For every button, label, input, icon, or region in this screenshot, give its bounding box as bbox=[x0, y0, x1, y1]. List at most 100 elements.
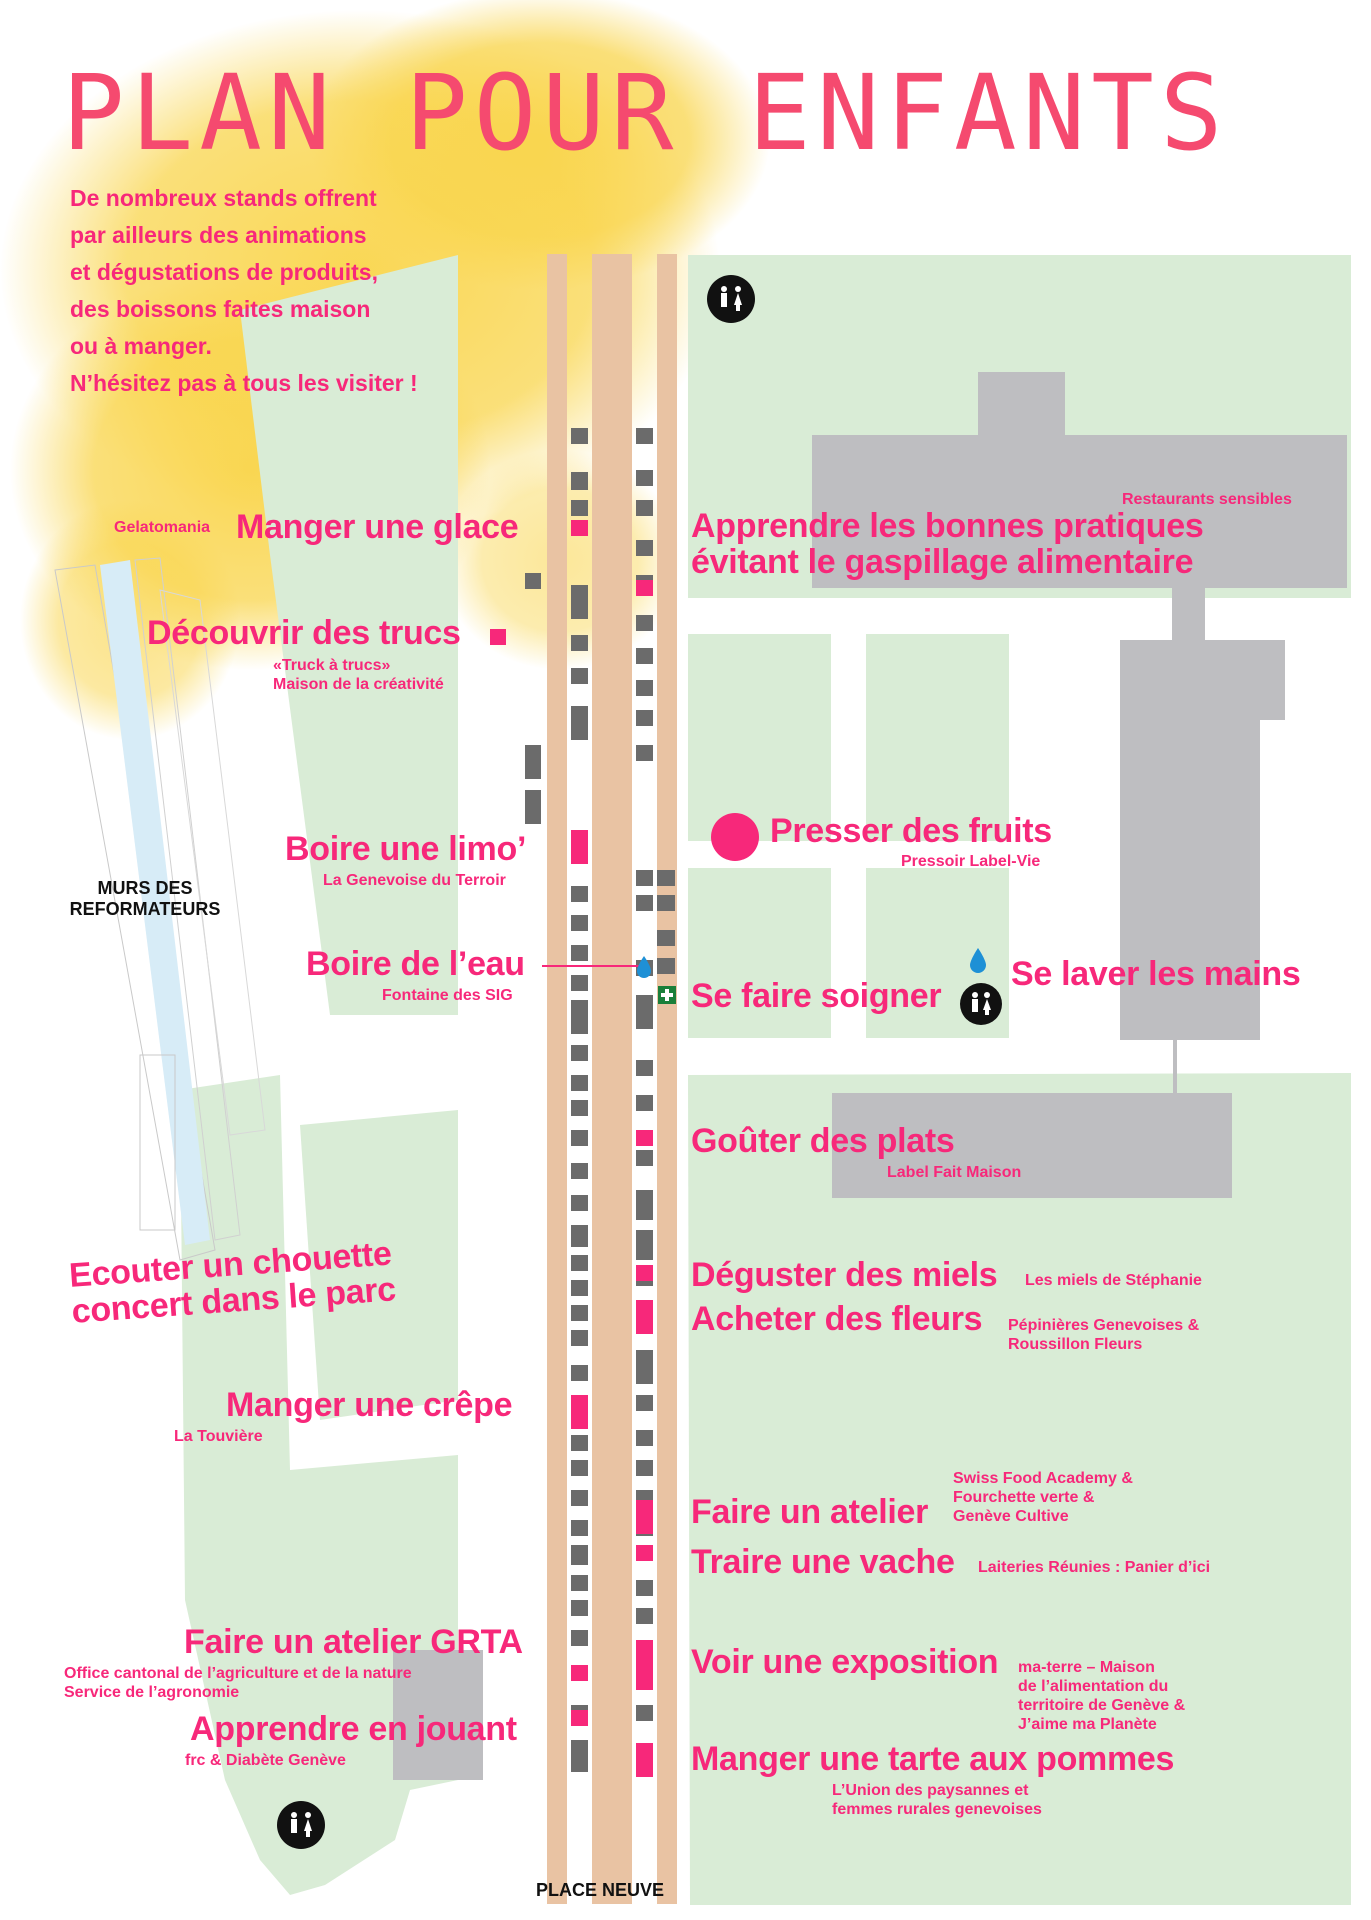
lawn-upper-left bbox=[240, 255, 458, 1015]
provider-line: Fourchette verte & bbox=[953, 1489, 1095, 1506]
stand-icon bbox=[636, 710, 653, 726]
jouant-activity[interactable]: Apprendre en jouant bbox=[190, 1710, 517, 1748]
page-title: PLAN POUR ENFANTS bbox=[62, 52, 1229, 174]
intro-text: De nombreux stands offrent par ailleurs … bbox=[70, 180, 418, 402]
mains-activity[interactable]: Se laver les mains bbox=[1011, 955, 1301, 993]
stand-icon bbox=[571, 1545, 588, 1565]
large-circle-stand-icon bbox=[711, 813, 759, 861]
stand-icon bbox=[571, 706, 588, 740]
highlight-stand-icon bbox=[636, 1500, 653, 1534]
exposition-activity[interactable]: Voir une exposition bbox=[691, 1643, 999, 1681]
buildings bbox=[393, 372, 1347, 1780]
stand-icon bbox=[571, 1490, 588, 1506]
stand-icon bbox=[571, 585, 588, 619]
stand-icon bbox=[657, 958, 675, 974]
tarte-activity[interactable]: Manger une tarte aux pommes bbox=[691, 1740, 1175, 1778]
stand-icon bbox=[571, 1435, 588, 1451]
stand-icon bbox=[571, 1365, 588, 1381]
provider-line: Service de l’agronomie bbox=[64, 1684, 240, 1701]
atelier-activity[interactable]: Faire un atelier bbox=[691, 1493, 929, 1531]
stand-icon bbox=[571, 886, 588, 902]
stand-icon bbox=[571, 1075, 588, 1091]
stand-icon bbox=[571, 1163, 588, 1179]
murs-line: MURS DES bbox=[97, 878, 193, 898]
soigner-activity[interactable]: Se faire soigner bbox=[691, 977, 942, 1015]
stand-icon bbox=[571, 1195, 588, 1211]
stand-icon bbox=[525, 790, 541, 824]
highlight-stand-icon bbox=[636, 1265, 653, 1281]
atelier-provider: Swiss Food Academy & Fourchette verte & … bbox=[953, 1469, 1133, 1526]
fleurs-activity[interactable]: Acheter des fleurs bbox=[691, 1300, 983, 1338]
stand-icon bbox=[636, 1580, 653, 1596]
provider-line: Swiss Food Academy & bbox=[953, 1470, 1133, 1487]
stand-icon bbox=[571, 1575, 588, 1591]
stand-icon bbox=[571, 472, 588, 490]
intro-line: N’hésitez pas à tous les visiter ! bbox=[70, 370, 418, 396]
murs-line: REFORMATEURS bbox=[69, 899, 221, 919]
crepe-activity[interactable]: Manger une crêpe bbox=[226, 1386, 513, 1424]
fleurs-provider: Pépinières Genevoises & Roussillon Fleur… bbox=[1008, 1316, 1199, 1354]
miels-activity[interactable]: Déguster des miels bbox=[691, 1256, 998, 1294]
stand-icon bbox=[657, 930, 675, 946]
stand-icon bbox=[571, 975, 588, 991]
stand-icon bbox=[571, 1740, 588, 1772]
stand-icon bbox=[636, 1460, 653, 1476]
water-drop-icon bbox=[970, 948, 986, 973]
vache-activity[interactable]: Traire une vache bbox=[691, 1543, 955, 1581]
stand-icon bbox=[636, 1608, 653, 1624]
stand-icon bbox=[636, 648, 653, 664]
intro-line: ou à manger. bbox=[70, 333, 212, 359]
wall-of-reformers bbox=[54, 557, 266, 1261]
stand-icon bbox=[571, 1225, 588, 1247]
stand-icon bbox=[636, 540, 653, 556]
stand-icon bbox=[636, 470, 653, 486]
stand-icon bbox=[525, 573, 541, 589]
stand-icon bbox=[636, 995, 653, 1029]
provider-line: J’aime ma Planète bbox=[1018, 1716, 1157, 1733]
stand-icon bbox=[636, 1150, 653, 1166]
lawn-block-b bbox=[866, 634, 1009, 841]
plats-activity[interactable]: Goûter des plats bbox=[691, 1122, 955, 1160]
limo-activity[interactable]: Boire une limo’ bbox=[285, 830, 527, 868]
stand-icon bbox=[571, 1000, 588, 1034]
toilets-icon bbox=[960, 983, 1002, 1025]
stand-icon bbox=[571, 1130, 588, 1146]
highlighted-stands bbox=[571, 520, 653, 1777]
highlight-stand-icon bbox=[571, 1710, 588, 1726]
stand-icon bbox=[571, 1045, 588, 1061]
stand-icon bbox=[571, 1460, 588, 1476]
grta-activity[interactable]: Faire un atelier GRTA bbox=[184, 1623, 523, 1661]
intro-line: et dégustations de produits, bbox=[70, 259, 378, 285]
lawn-block-c bbox=[688, 868, 831, 1038]
intro-line: des boissons faites maison bbox=[70, 296, 371, 322]
lawn-mid-left bbox=[300, 1110, 458, 1420]
stand-icon bbox=[525, 745, 541, 779]
intro-line: par ailleurs des animations bbox=[70, 222, 367, 248]
stand-icon bbox=[571, 945, 588, 961]
glace-activity[interactable]: Manger une glace bbox=[236, 508, 519, 546]
lawn-lower-right bbox=[688, 1073, 1351, 1905]
stand-icon bbox=[571, 1280, 588, 1296]
gaspillage-line: Apprendre les bonnes pratiques bbox=[691, 507, 1204, 545]
highlight-stand-icon bbox=[571, 520, 588, 536]
stand-icon bbox=[571, 1100, 588, 1116]
place-neuve-label: PLACE NEUVE bbox=[536, 1880, 665, 1900]
stand-icon bbox=[571, 1255, 588, 1271]
toilets-icon bbox=[277, 1801, 325, 1849]
fruits-activity[interactable]: Presser des fruits bbox=[770, 812, 1052, 850]
provider-line: femmes rurales genevoises bbox=[832, 1801, 1042, 1818]
stand-icon bbox=[571, 500, 588, 516]
stand-icon bbox=[636, 745, 653, 761]
eau-activity[interactable]: Boire de l’eau bbox=[306, 945, 525, 983]
grta-provider: Office cantonal de l’agriculture et de l… bbox=[64, 1664, 412, 1702]
trucs-activity[interactable]: Découvrir des trucs bbox=[147, 614, 461, 652]
highlight-stand-icon bbox=[636, 1300, 653, 1334]
gaspillage-activity[interactable]: Apprendre les bonnes pratiques évitant l… bbox=[691, 507, 1204, 580]
highlight-stand-icon bbox=[636, 1743, 653, 1777]
stand-icon bbox=[636, 1350, 653, 1384]
gaspillage-provider: Restaurants sensibles bbox=[1122, 491, 1292, 508]
provider-line: de l’alimentation du bbox=[1018, 1678, 1169, 1695]
highlight-stand-icon bbox=[490, 629, 506, 645]
provider-line: «Truck à trucs» bbox=[273, 657, 391, 674]
water-drop-icon bbox=[637, 956, 651, 978]
